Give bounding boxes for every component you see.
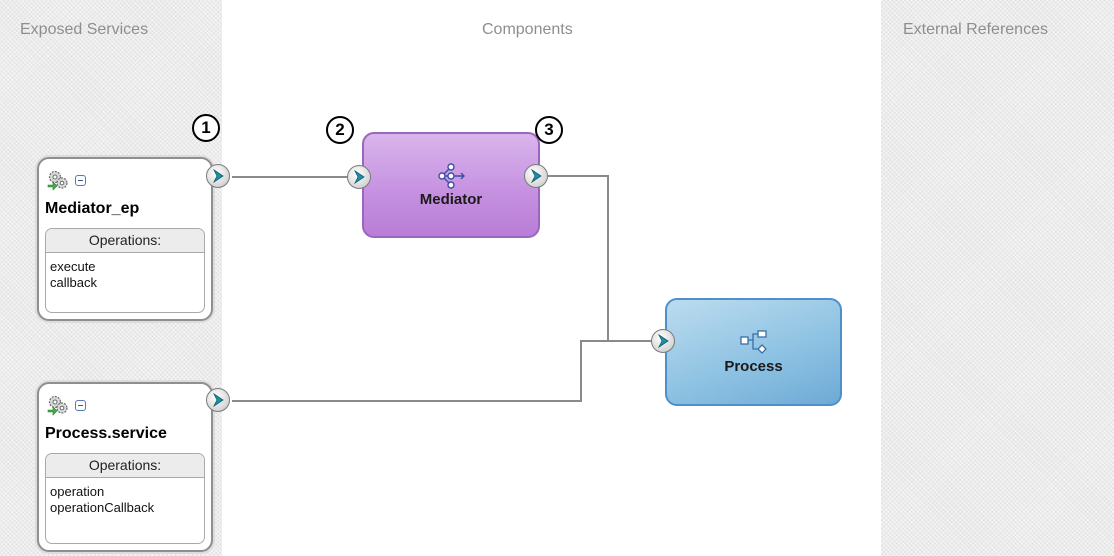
- external-references-lane: [881, 0, 1114, 556]
- gears-icon: [47, 170, 68, 191]
- service-header: [47, 394, 86, 416]
- mediator-inbound-port[interactable]: [347, 165, 371, 189]
- wire-process-service-to-process: [232, 340, 664, 402]
- operations-box: Operations: execute callback: [45, 228, 205, 313]
- service-name: Process.service: [45, 425, 167, 442]
- operations-list: operation operationCallback: [46, 478, 204, 516]
- chevron-port-icon: [213, 393, 224, 407]
- chevron-port-icon: [658, 334, 669, 348]
- chevron-port-icon: [531, 169, 542, 183]
- mediator-label: Mediator: [419, 190, 483, 208]
- operations-header: Operations:: [46, 454, 204, 478]
- operation-item[interactable]: operation: [50, 484, 105, 499]
- process-label: Process: [724, 357, 783, 375]
- operation-item[interactable]: execute: [50, 259, 96, 274]
- mediator-outbound-port[interactable]: [524, 164, 548, 188]
- gears-icon: [47, 395, 68, 416]
- mediator-icon: [438, 162, 465, 189]
- operation-item[interactable]: callback: [50, 275, 97, 290]
- process-component[interactable]: Process: [665, 298, 842, 406]
- callout-3: 3: [535, 116, 563, 144]
- components-title: Components: [482, 21, 573, 38]
- mediator-ep-service-port[interactable]: [206, 164, 230, 188]
- bpel-process-icon: [739, 329, 767, 354]
- service-card-mediator-ep[interactable]: Mediator_ep Operations: execute callback: [37, 157, 213, 321]
- collapse-icon[interactable]: [75, 399, 86, 411]
- service-name: Mediator_ep: [45, 200, 140, 217]
- operations-header: Operations:: [46, 229, 204, 253]
- operations-list: execute callback: [46, 253, 204, 291]
- wire-mediator-to-process: [548, 175, 664, 342]
- external-references-title: External References: [903, 21, 1048, 38]
- chevron-port-icon: [354, 170, 365, 184]
- callout-1: 1: [192, 114, 220, 142]
- service-header: [47, 169, 86, 191]
- chevron-port-icon: [213, 169, 224, 183]
- process-service-port[interactable]: [206, 388, 230, 412]
- process-inbound-port[interactable]: [651, 329, 675, 353]
- mediator-component[interactable]: Mediator: [362, 132, 540, 238]
- callout-2: 2: [326, 116, 354, 144]
- operation-item[interactable]: operationCallback: [50, 500, 155, 515]
- collapse-icon[interactable]: [75, 174, 86, 186]
- operations-box: Operations: operation operationCallback: [45, 453, 205, 544]
- exposed-services-title: Exposed Services: [20, 21, 149, 38]
- service-card-process-service[interactable]: Process.service Operations: operation op…: [37, 382, 213, 552]
